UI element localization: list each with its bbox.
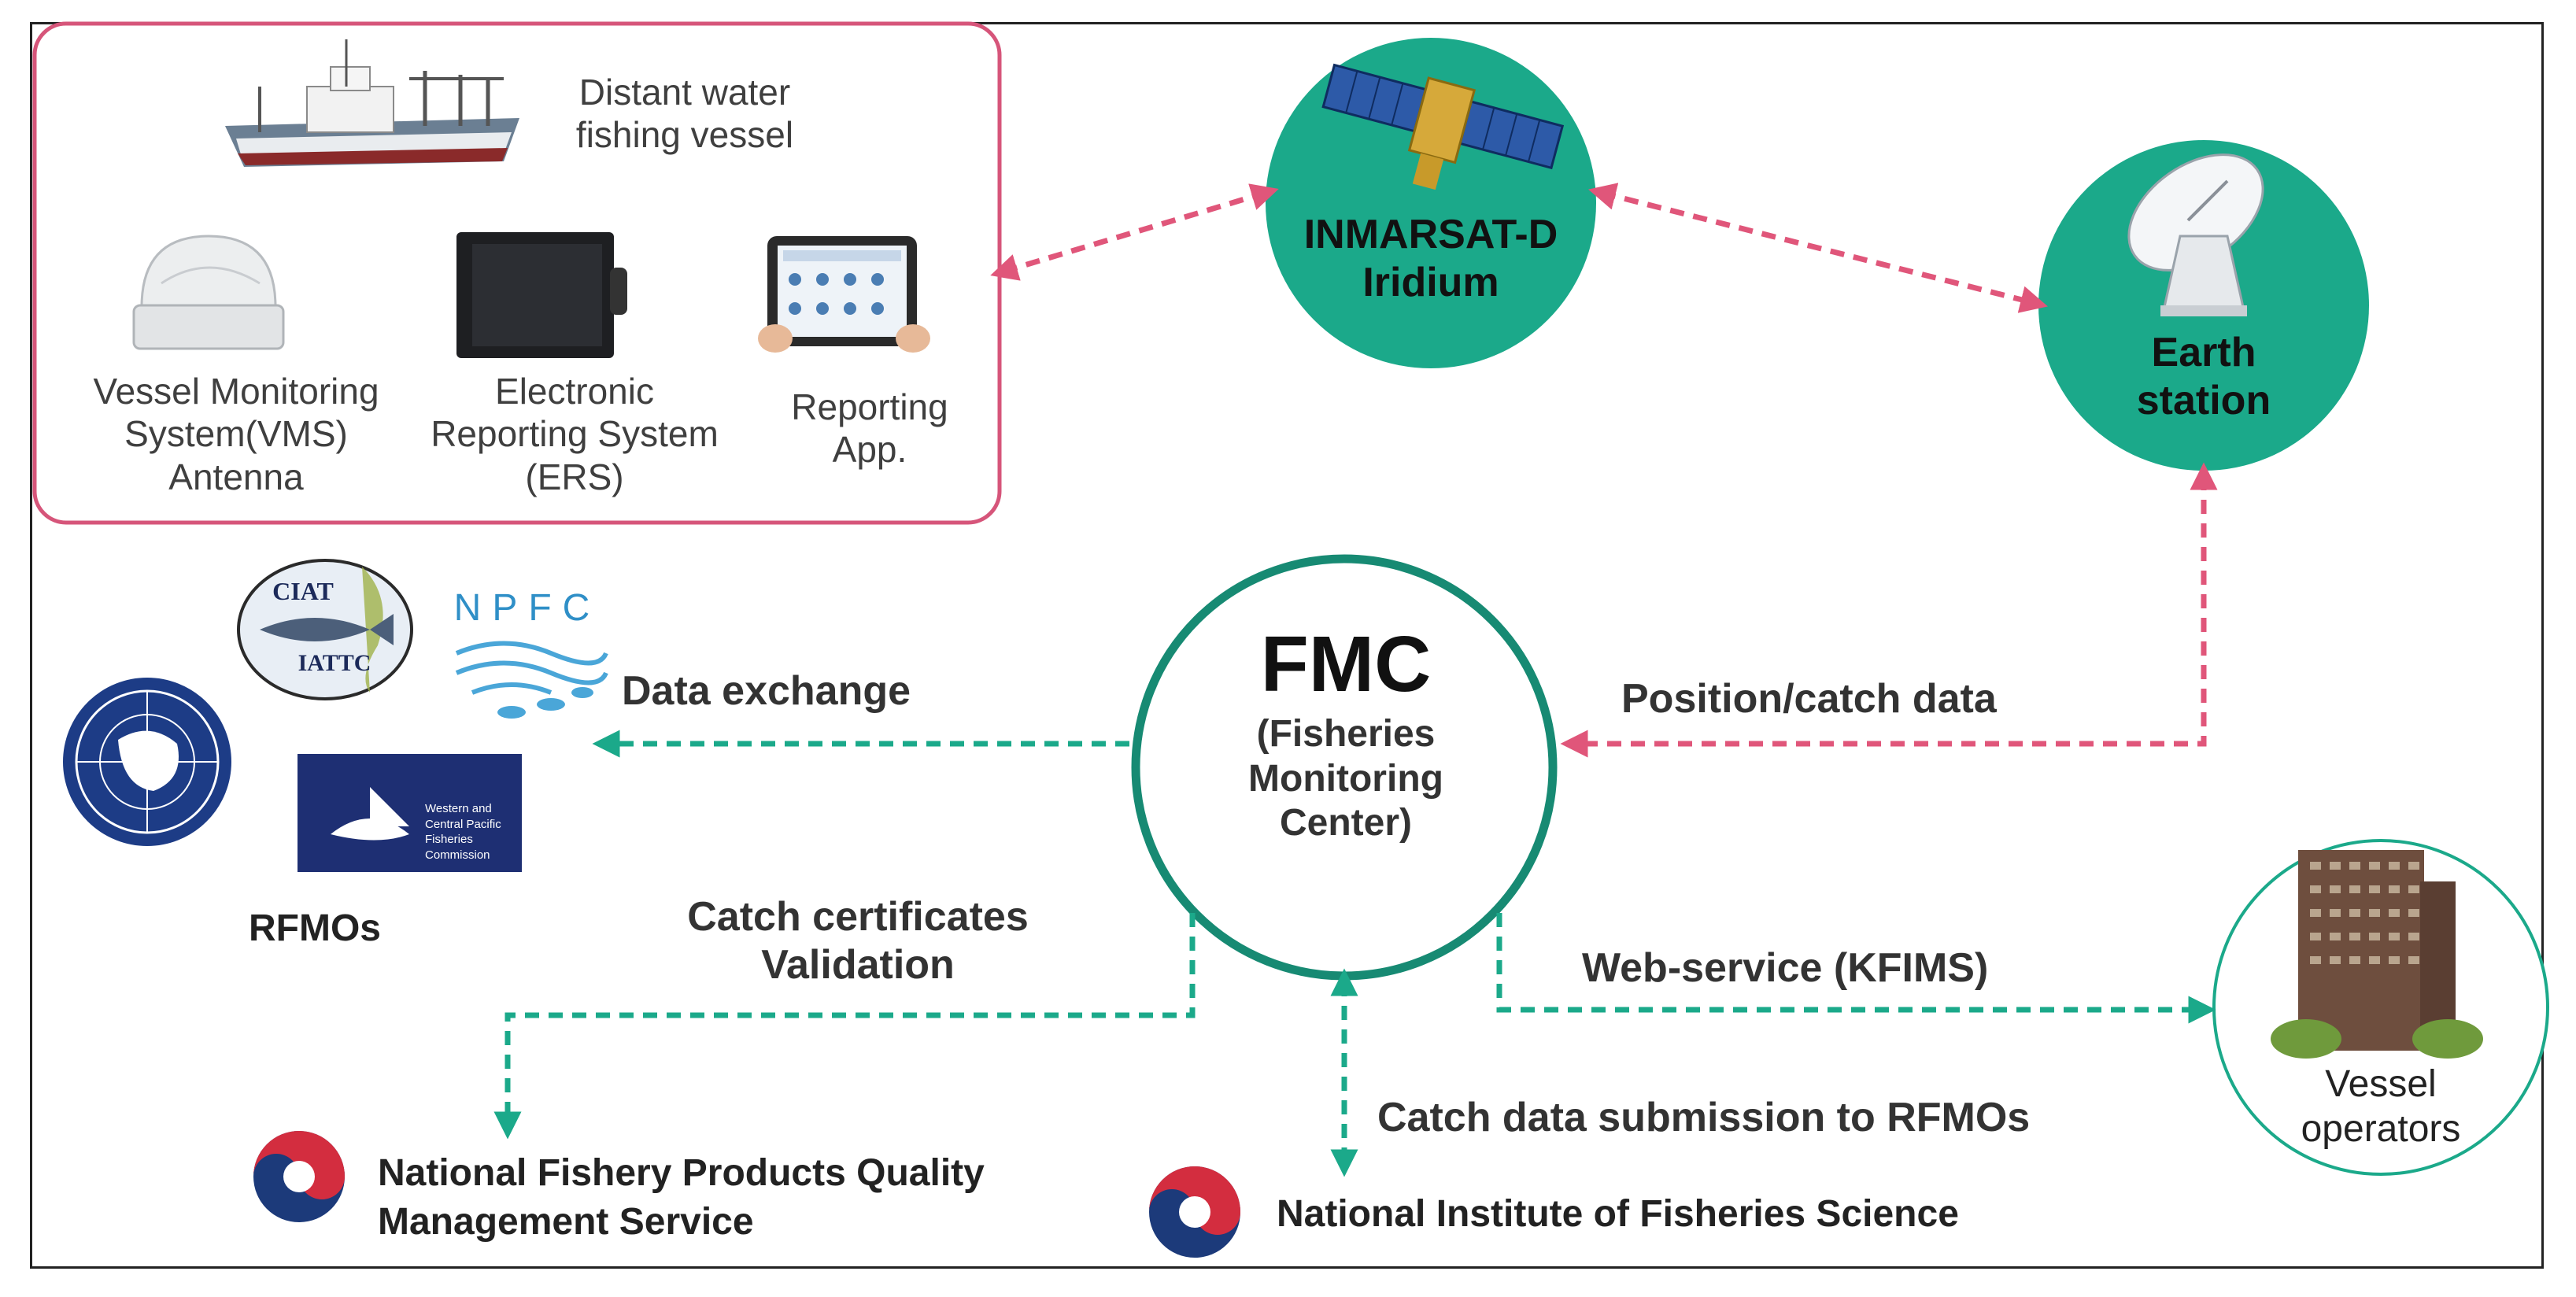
satellite-dish-icon — [2127, 153, 2264, 316]
data-exchange-label: Data exchange — [622, 668, 911, 714]
catch-submission-label: Catch data submission to RFMOs — [1377, 1095, 2031, 1140]
fmc-nfqs-link — [493, 913, 1196, 1140]
npfc-logo — [455, 641, 608, 719]
nifs-label: National Institute of Fisheries Science — [1277, 1193, 1959, 1235]
diagram-frame — [30, 22, 2544, 1269]
korea-government-emblem-2 — [1149, 1166, 1240, 1258]
earthstation-fmc-link — [1560, 462, 2218, 758]
ers-terminal-icon — [456, 232, 627, 358]
position-catch-label: Position/catch data — [1621, 676, 1997, 722]
korea-government-emblem-1 — [253, 1131, 345, 1222]
vms-antenna-icon — [132, 235, 285, 350]
vessel-satellite-link — [990, 183, 1279, 281]
ciat-iattc-logo — [237, 559, 413, 700]
npfc-text: NPFC — [453, 587, 601, 629]
fishing-vessel-icon — [225, 39, 519, 167]
iattc-text: IATTC — [298, 650, 371, 676]
web-service-label: Web-service (KFIMS) — [1582, 945, 1989, 991]
ciat-text: CIAT — [272, 577, 334, 605]
office-building-icon — [2271, 850, 2483, 1059]
rfmos-label: RFMOs — [249, 907, 381, 949]
fmc-operators-link — [1496, 913, 2216, 1024]
wcpfc-logo — [298, 754, 522, 872]
satellite-icon — [1321, 63, 1565, 190]
satellite-earthstation-link — [1588, 183, 2048, 313]
reporting-app-tablet-icon — [758, 236, 930, 353]
fmc-title: FMC — [1260, 620, 1432, 708]
ccamlr-logo — [63, 678, 231, 846]
